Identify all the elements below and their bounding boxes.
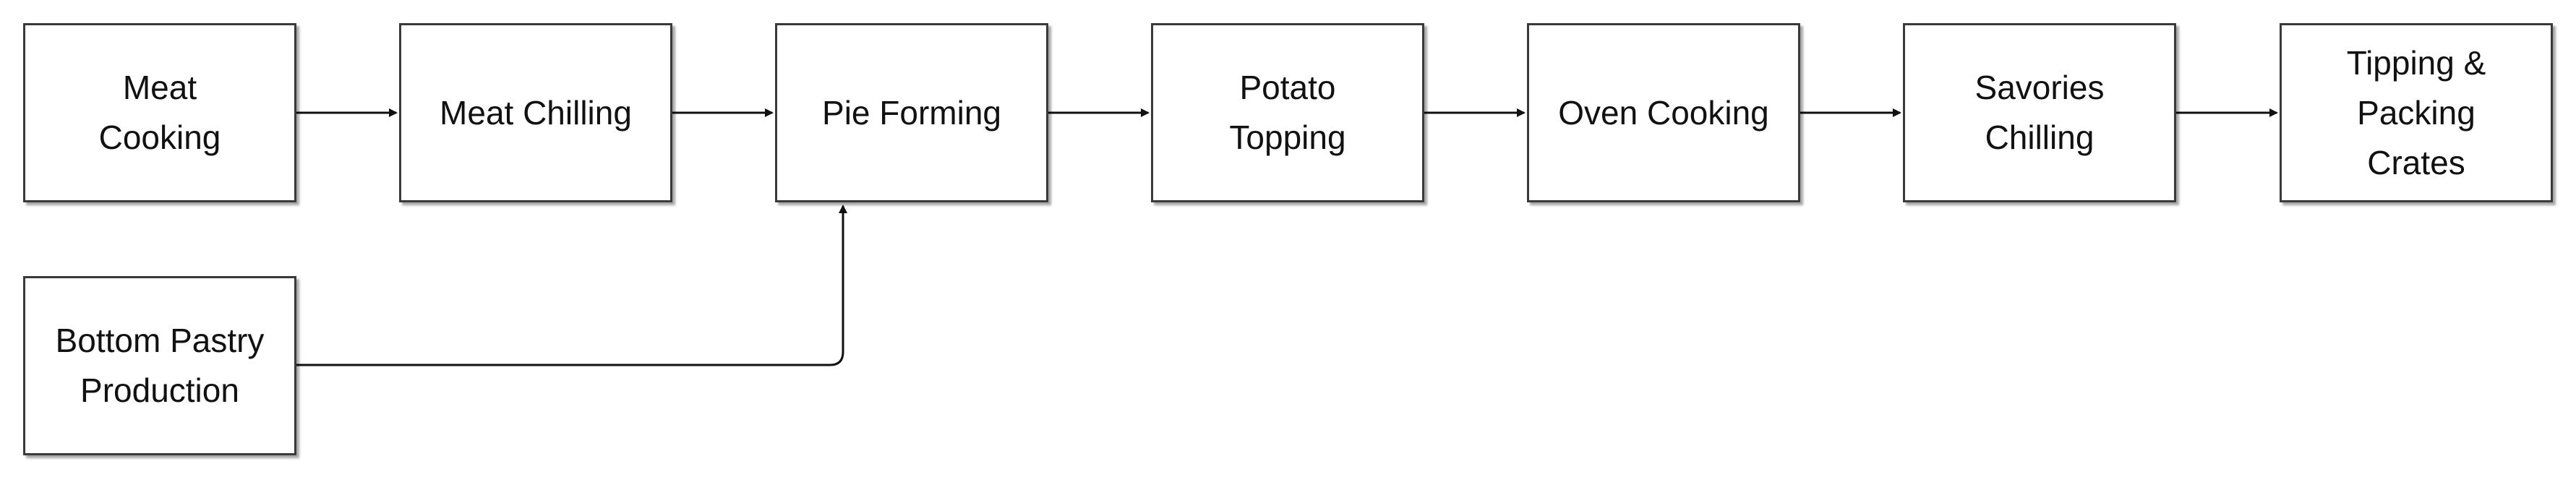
node-savories-chilling: Savories Chilling: [1903, 23, 2176, 202]
node-label: Meat Chilling: [440, 93, 632, 132]
node-tipping-packing-crates: Tipping & Packing Crates: [2280, 23, 2553, 202]
node-bottom-pastry-production: Bottom Pastry Production: [23, 276, 296, 455]
node-meat-cooking: Meat Cooking: [23, 23, 296, 202]
node-label: Meat Cooking: [98, 69, 221, 156]
node-label: Oven Cooking: [1558, 93, 1769, 132]
node-label: Tipping & Packing Crates: [2346, 43, 2486, 181]
node-meat-chilling: Meat Chilling: [399, 23, 672, 202]
node-oven-cooking: Oven Cooking: [1527, 23, 1800, 202]
node-label: Savories Chilling: [1974, 69, 2105, 156]
node-label: Pie Forming: [822, 93, 1001, 132]
edge-bottom-pastry-to-pie-forming: [296, 205, 847, 366]
node-potato-topping: Potato Topping: [1151, 23, 1424, 202]
node-label: Bottom Pastry Production: [55, 322, 265, 409]
node-pie-forming: Pie Forming: [775, 23, 1048, 202]
node-label: Potato Topping: [1229, 69, 1346, 156]
